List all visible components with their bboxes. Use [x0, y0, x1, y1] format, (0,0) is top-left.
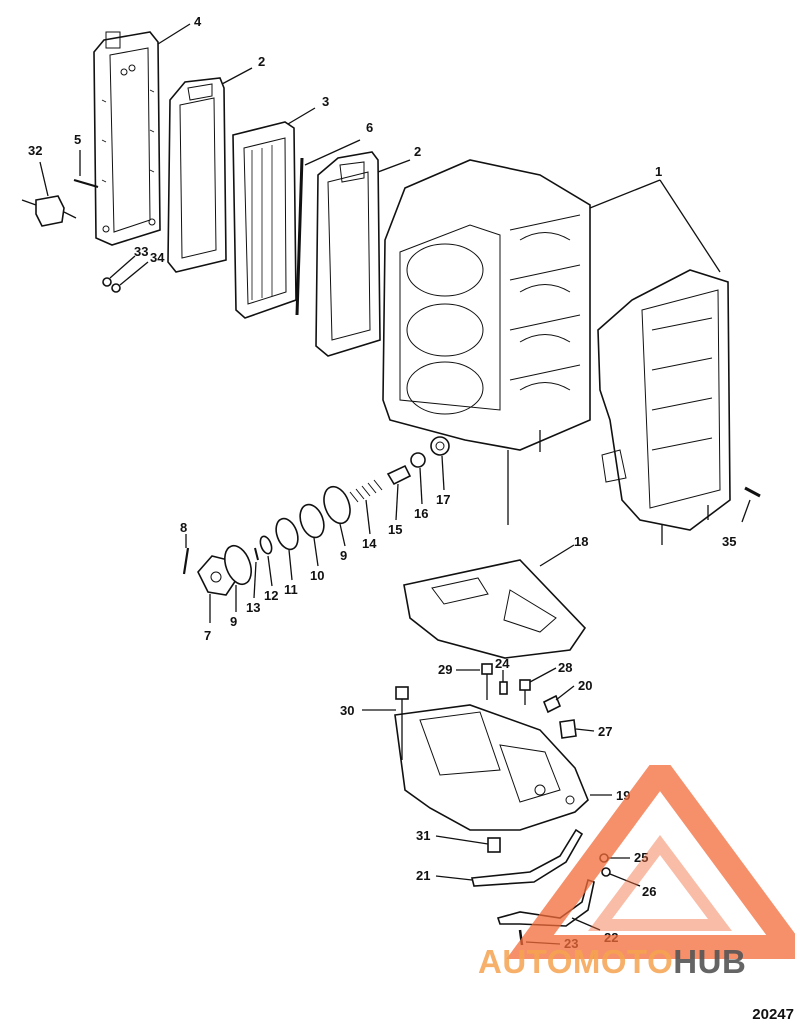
- callout-21: 21: [416, 868, 430, 883]
- part-bolt-29: [481, 663, 493, 700]
- callout-33: 33: [134, 244, 148, 259]
- callout-10: 10: [310, 568, 324, 583]
- part-seat-17: [430, 436, 450, 456]
- part-plug-31: [487, 837, 501, 853]
- callout-28: 28: [558, 660, 572, 675]
- part-gasket-9a: [224, 544, 252, 586]
- callout-30: 30: [340, 703, 354, 718]
- part-mount: [21, 195, 77, 227]
- part-screw-8: [182, 547, 190, 575]
- part-nut-34: [111, 283, 121, 293]
- callout-27: 27: [598, 724, 612, 739]
- callout-2-right: 2: [414, 144, 421, 159]
- part-washer-33: [102, 277, 112, 287]
- callout-8: 8: [180, 520, 187, 535]
- callout-11: 11: [284, 582, 298, 597]
- callout-5: 5: [74, 132, 81, 147]
- part-plate-10: [299, 503, 325, 539]
- callout-13: 13: [246, 600, 260, 615]
- part-diaphragm-11: [275, 517, 299, 551]
- callout-31: 31: [416, 828, 430, 843]
- part-dowel-24: [499, 681, 508, 695]
- callout-7: 7: [204, 628, 211, 643]
- leader-lines: [39, 23, 751, 945]
- callout-24: 24: [495, 656, 510, 671]
- callout-35: 35: [722, 534, 736, 549]
- part-gasket-18: [403, 559, 587, 659]
- part-plunger-15: [386, 464, 412, 486]
- callout-32: 32: [28, 143, 42, 158]
- part-cover-plate: [93, 31, 161, 246]
- part-screw-5: [73, 178, 99, 189]
- callout-6: 6: [366, 120, 373, 135]
- callout-2-left: 2: [258, 54, 265, 69]
- part-seal-16: [410, 452, 426, 468]
- part-rod: [295, 157, 304, 316]
- watermark-text: AUTOMOTOHUB: [478, 943, 746, 981]
- callout-9-right: 9: [340, 548, 347, 563]
- part-nut-26: [601, 867, 611, 877]
- part-washer-12: [259, 535, 273, 555]
- part-gasket-9b: [323, 485, 351, 525]
- part-gasket-left: [167, 77, 227, 273]
- part-bolt-30: [395, 686, 409, 760]
- part-plug-27: [559, 719, 577, 739]
- callout-14: 14: [362, 536, 377, 551]
- callout-20: 20: [578, 678, 592, 693]
- callout-16: 16: [414, 506, 428, 521]
- watermark-text-automoto: AUTOMOTO: [478, 943, 674, 980]
- part-spring-14: [349, 479, 383, 503]
- callout-25: 25: [634, 850, 648, 865]
- part-tube-21: [471, 828, 584, 887]
- part-bolt-28: [519, 679, 531, 705]
- watermark-triangle-logo: [506, 765, 795, 959]
- callout-34: 34: [150, 250, 165, 265]
- figure-number: 20247: [752, 1006, 794, 1023]
- callout-12: 12: [264, 588, 278, 603]
- callout-15: 15: [388, 522, 402, 537]
- callout-18: 18: [574, 534, 588, 549]
- callout-3: 3: [322, 94, 329, 109]
- callout-1: 1: [655, 164, 662, 179]
- callout-17: 17: [436, 492, 450, 507]
- callout-4: 4: [194, 14, 202, 29]
- part-cylinder-block: [382, 159, 591, 525]
- callout-9-left: 9: [230, 614, 237, 629]
- part-dowel-pin-35: [744, 486, 761, 498]
- watermark-text-hub: HUB: [673, 943, 747, 980]
- part-gasket-right: [315, 151, 381, 357]
- callout-29: 29: [438, 662, 452, 677]
- part-adapter-plate: [394, 704, 589, 831]
- part-reed-block: [232, 121, 297, 319]
- part-pin-13: [254, 547, 259, 561]
- part-crankcase-cover: [597, 269, 731, 545]
- callout-26: 26: [642, 884, 656, 899]
